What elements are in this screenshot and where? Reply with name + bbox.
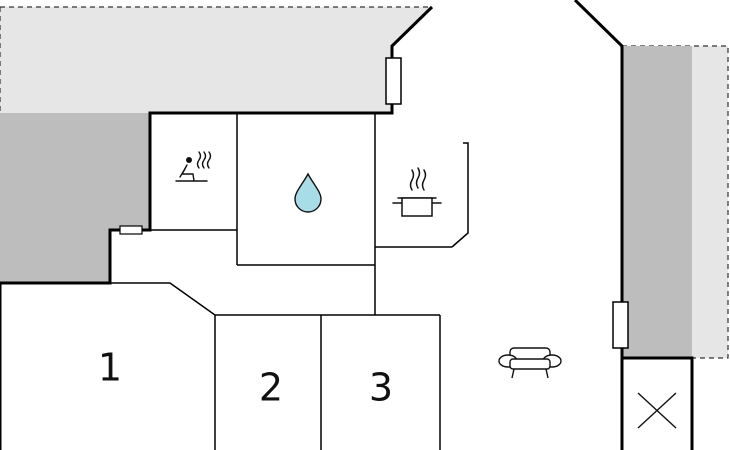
window-top [385, 57, 402, 105]
cross-icon [637, 392, 677, 429]
cooking-pot-icon [392, 167, 442, 217]
terrace-top-left-dash [0, 6, 432, 283]
terrace-right-dark [622, 46, 692, 358]
water-drop-icon [294, 172, 322, 213]
terrace-left-dark [0, 113, 150, 283]
window-right [612, 301, 629, 349]
window-left [119, 225, 143, 235]
room-label-1: 1 [98, 346, 122, 390]
room-label-2: 2 [259, 366, 283, 410]
sauna-icon [175, 151, 212, 182]
sofa-icon [498, 347, 562, 379]
interior-walls [110, 113, 469, 450]
room-label-3: 3 [369, 366, 393, 410]
